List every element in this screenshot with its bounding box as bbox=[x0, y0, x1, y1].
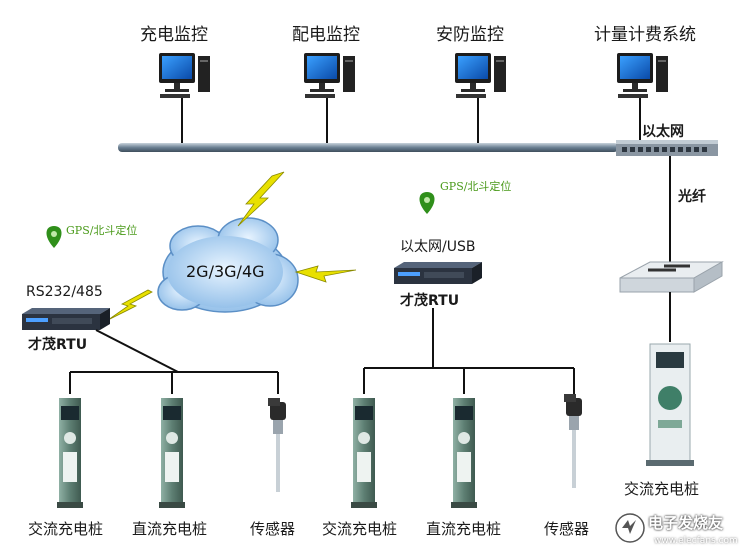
lightning-icon-right bbox=[294, 265, 357, 283]
pc-icon-billing bbox=[617, 53, 668, 98]
label-rtu-right: 才茂RTU bbox=[400, 293, 460, 309]
rtu-device-icon-left bbox=[22, 308, 110, 330]
pc-icon-security bbox=[455, 53, 506, 98]
lightning-icon-left bbox=[107, 289, 153, 321]
label-right-ac-charger: 交流充电桩 bbox=[624, 480, 700, 498]
cellular-cloud bbox=[157, 217, 299, 313]
watermark-brand: 电子发烧友 bbox=[648, 514, 724, 532]
dc-charger-icon-mid bbox=[451, 398, 477, 508]
pc-icon-charging bbox=[159, 53, 210, 98]
gps-pin-icon-left bbox=[46, 226, 62, 248]
pc-icon-distribution bbox=[304, 53, 355, 98]
label-left-sensor: 传感器 bbox=[250, 520, 296, 538]
dc-charger-icon-left bbox=[159, 398, 185, 508]
label-charging-monitor: 充电监控 bbox=[140, 25, 208, 45]
ac-charger-icon-left bbox=[57, 398, 83, 508]
left-tree-lines bbox=[69, 329, 279, 394]
label-rs232-485: RS232/485 bbox=[26, 284, 103, 300]
ethernet-switch-icon bbox=[616, 140, 718, 156]
sensor-icon-mid bbox=[564, 394, 582, 488]
label-left-ac-charger: 交流充电桩 bbox=[28, 520, 104, 538]
label-security-monitor: 安防监控 bbox=[436, 25, 504, 45]
label-billing-system: 计量计费系统 bbox=[594, 25, 696, 45]
label-rtu-left: 才茂RTU bbox=[28, 337, 88, 353]
watermark-url: www.elecfans.com bbox=[654, 536, 738, 546]
ac-charger-icon-mid bbox=[351, 398, 377, 508]
label-left-dc-charger: 直流充电桩 bbox=[132, 520, 208, 538]
label-ethernet: 以太网 bbox=[642, 124, 684, 140]
label-distribution-monitor: 配电监控 bbox=[292, 25, 360, 45]
pc-drop-lines bbox=[181, 98, 641, 143]
label-ethernet-usb: 以太网/USB bbox=[400, 239, 476, 255]
label-cellular: 2G/3G/4G bbox=[186, 262, 265, 281]
watermark-logo-icon bbox=[615, 513, 645, 543]
label-gps-left: GPS/北斗定位 bbox=[66, 224, 138, 237]
label-gps-right: GPS/北斗定位 bbox=[440, 180, 512, 193]
lightning-icon-top bbox=[237, 171, 285, 227]
label-mid-sensor: 传感器 bbox=[544, 520, 590, 538]
wireless-links bbox=[107, 171, 357, 321]
ethernet-bus bbox=[118, 143, 618, 152]
label-fiber: 光纤 bbox=[678, 189, 706, 205]
right-tree-lines bbox=[363, 308, 575, 394]
sensor-icon-left bbox=[268, 398, 286, 492]
gps-pin-icon-right bbox=[419, 192, 435, 214]
label-mid-dc-charger: 直流充电桩 bbox=[426, 520, 502, 538]
rtu-device-icon-right bbox=[394, 262, 482, 284]
label-mid-ac-charger: 交流充电桩 bbox=[322, 520, 398, 538]
fiber-switch-icon bbox=[619, 261, 724, 293]
right-ac-charger-icon bbox=[646, 343, 694, 466]
